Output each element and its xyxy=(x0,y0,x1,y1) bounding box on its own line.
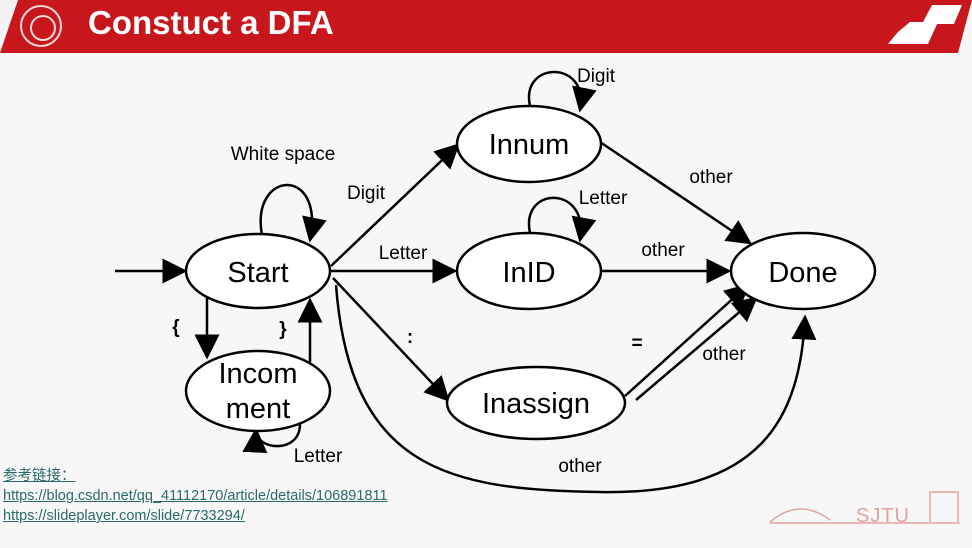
references-heading: 参考链接： xyxy=(3,468,76,484)
incomment-loop xyxy=(242,423,302,454)
edge-start-inassign xyxy=(332,277,450,402)
state-done-label: Done xyxy=(768,257,837,289)
state-incomment xyxy=(184,349,332,433)
inid-loop xyxy=(527,196,597,243)
label-innum-loop: Digit xyxy=(577,66,616,87)
label-incomment-loop: Letter xyxy=(294,446,343,467)
state-incomment-label-1: Incom xyxy=(219,358,298,390)
reference-link-csdn[interactable]: https://blog.csdn.net/qq_41112170/articl… xyxy=(3,488,388,504)
state-inassign-label: Inassign xyxy=(482,388,590,420)
innum-loop xyxy=(527,70,597,113)
state-innum-label: Innum xyxy=(489,129,570,161)
state-done xyxy=(729,231,877,311)
label-white-space: White space xyxy=(231,144,336,165)
reference-link-slideplayer[interactable]: https://slideplayer.com/slide/7733294/ xyxy=(3,508,245,524)
label-open-brace: { xyxy=(172,317,179,338)
edge-start-done xyxy=(334,284,817,494)
label-inid-done: other xyxy=(641,240,685,261)
label-start-inid: Letter xyxy=(379,243,428,264)
edge-start-innum xyxy=(330,143,460,267)
start-loop xyxy=(259,183,327,243)
label-innum-done: other xyxy=(689,167,733,188)
state-start xyxy=(184,232,332,310)
label-start-done: other xyxy=(558,456,602,477)
edge-inassign-done-1 xyxy=(624,283,750,397)
footer-gate-logo xyxy=(769,491,960,524)
label-close-brace: } xyxy=(279,319,287,340)
state-innum xyxy=(455,104,603,184)
state-incomment-label-2: ment xyxy=(226,393,290,425)
state-inid-label: InID xyxy=(502,257,555,289)
label-equals: = xyxy=(631,333,642,354)
references: 参考链接： https://blog.csdn.net/qq_41112170/… xyxy=(3,466,388,526)
header-band xyxy=(0,0,972,53)
sjtu-logo-text: SJTU xyxy=(856,505,910,527)
state-inid xyxy=(455,231,603,311)
edge-innum-done xyxy=(599,140,753,245)
university-logo xyxy=(20,5,62,47)
state-start-label: Start xyxy=(227,257,288,289)
slide-title: Constuct a DFA xyxy=(88,4,334,41)
label-start-inassign: : xyxy=(407,327,413,348)
label-inassign-done: other xyxy=(702,344,746,365)
edge-inassign-done-2 xyxy=(635,296,758,401)
state-inassign xyxy=(445,365,627,441)
label-start-innum: Digit xyxy=(347,183,386,204)
label-inid-loop: Letter xyxy=(579,188,628,209)
